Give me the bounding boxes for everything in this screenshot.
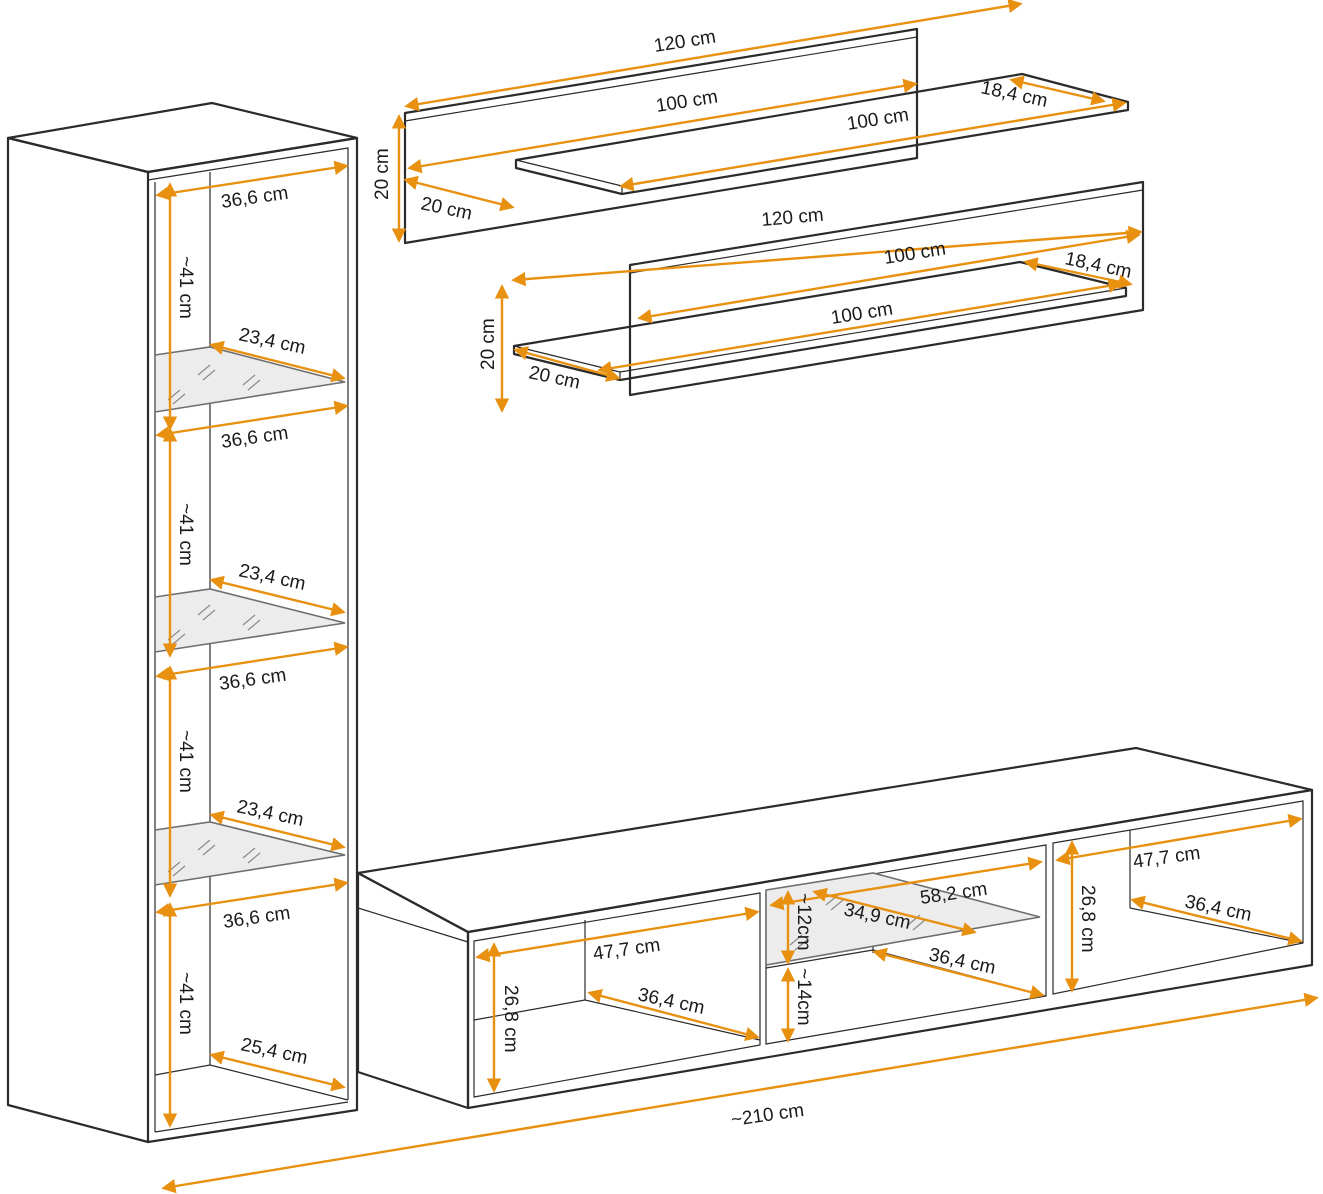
shelf-top-inner-label: 100 cm	[654, 86, 719, 116]
tv-right-height-label: 26,8 cm	[1077, 885, 1098, 953]
tv-left-width-label: 47,7 cm	[592, 935, 662, 965]
total-width-arrow	[161, 992, 1319, 1194]
shelf-top-depth-board-label: 18,4 cm	[979, 77, 1049, 112]
tv-right-width-label: 47,7 cm	[1132, 843, 1202, 873]
shelf-bottom-inner-label: 100 cm	[882, 238, 947, 268]
tv-lowboard: 47,7 cm 26,8 cm 36,4 cm 58,2 cm 34,9 cm …	[356, 746, 1314, 1110]
tower-glass-label-3: 23,4 cm	[235, 796, 305, 831]
tower-cabinet: 36,6 cm ~41 cm 23,4 cm 36,6 cm ~41 cm 23…	[6, 101, 359, 1144]
glass-shelf	[154, 821, 346, 886]
shelf-top-depth-label: 20 cm	[419, 193, 474, 224]
tower-height-label-2: ~41 cm	[175, 503, 196, 566]
shelf-bottom-height-label: 20 cm	[478, 318, 499, 370]
tower-width-label-2: 36,6 cm	[220, 423, 290, 453]
shelf-top-board-label: 100 cm	[845, 104, 910, 134]
tower-height-label-1: ~41 cm	[175, 256, 196, 319]
tower-width-label-1: 36,6 cm	[220, 183, 290, 213]
shelf-bottom-board-label: 100 cm	[829, 298, 894, 328]
tower-width-label-3: 36,6 cm	[218, 665, 288, 695]
wall-shelf-top: 120 cm 100 cm 100 cm 18,4 cm 20 cm 20 cm	[372, 0, 1130, 245]
tower-width-label-4: 36,6 cm	[222, 903, 292, 933]
wall-shelf-bottom: 120 cm 100 cm 100 cm 18,4 cm 20 cm 20 cm	[478, 180, 1145, 413]
tower-height-label-4: ~41 cm	[175, 972, 196, 1035]
shelf-bottom-width-label: 120 cm	[761, 205, 825, 231]
glass-shelf	[154, 588, 346, 653]
total-width-label: ~210 cm	[730, 1100, 806, 1131]
tower-height-label-3: ~41 cm	[175, 730, 196, 793]
shelf-top-height-label: 20 cm	[372, 148, 393, 200]
tv-mid-upper-label: ~12cm	[793, 893, 814, 951]
shelf-top-width-label: 120 cm	[652, 26, 717, 56]
tv-mid-lower-label: ~14cm	[793, 968, 814, 1026]
tv-left-height-label: 26,8 cm	[500, 985, 521, 1053]
